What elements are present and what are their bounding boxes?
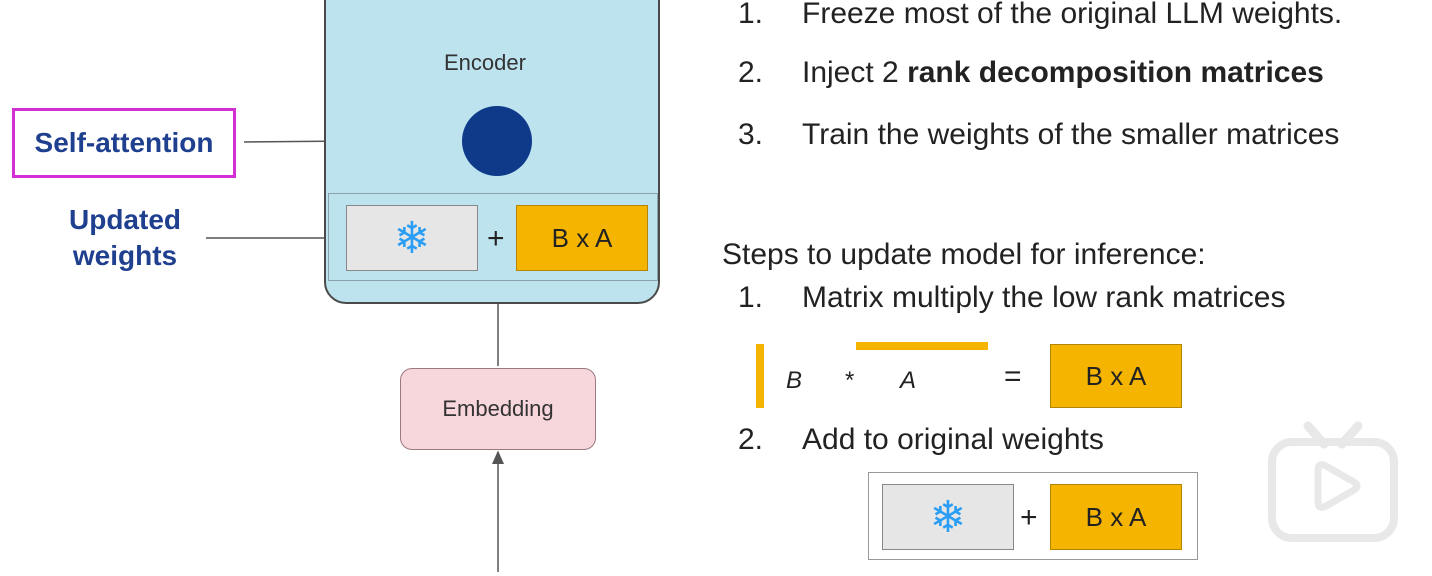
matrix-b-label: B	[786, 367, 803, 394]
step-3-num: 3.	[738, 118, 764, 151]
step-1-text: Freeze most of the original LLM weights.	[802, 0, 1343, 30]
inference-step-1: 1. Matrix multiply the low rank matrices	[738, 281, 1285, 315]
equals-sign: =	[1004, 360, 1022, 393]
step-1-num: 1.	[738, 0, 764, 30]
inference-step-1-text: Matrix multiply the low rank matrices	[802, 281, 1286, 314]
inference-step-1-num: 1.	[738, 281, 764, 314]
plus-sign: +	[487, 222, 505, 255]
inference-step-2-num: 2.	[738, 423, 764, 456]
snowflake-icon: ❄	[393, 213, 431, 263]
embedding-block: Embedding	[400, 368, 596, 450]
frozen-weights-box: ❄	[346, 205, 478, 271]
matrix-b-bar	[756, 344, 764, 408]
step-2: 2. Inject 2 rank decomposition matrices	[738, 56, 1324, 90]
updated-weights-line1: Updated	[69, 204, 181, 235]
result-ba-box: B x A	[1050, 344, 1182, 408]
inference-step-2-text: Add to original weights	[802, 423, 1104, 456]
weights-row	[328, 193, 658, 281]
self-attention-node	[462, 106, 532, 176]
step-1: 1. Freeze most of the original LLM weight…	[738, 0, 1342, 31]
final-weights-row	[868, 472, 1198, 560]
step-2-num: 2.	[738, 56, 764, 89]
step-2-bold-text: rank decomposition matrices	[907, 56, 1324, 89]
self-attention-label: Self-attention	[12, 108, 236, 178]
play-icon[interactable]	[1268, 420, 1398, 542]
step-2-text: Inject 2	[802, 56, 908, 89]
matrix-a-label: A	[900, 367, 917, 394]
final-ba-box: B x A	[1050, 484, 1182, 550]
step-3: 3. Train the weights of the smaller matri…	[738, 118, 1339, 152]
updated-weights-label: Updated weights	[50, 202, 200, 274]
matrix-a-bar	[856, 342, 988, 350]
multiply-sign: *	[845, 367, 855, 394]
ba-box: B x A	[516, 205, 648, 271]
step-3-text: Train the weights of the smaller matrice…	[802, 118, 1340, 151]
inference-heading: Steps to update model for inference:	[722, 238, 1206, 271]
updated-weights-line2: weights	[72, 240, 178, 271]
final-plus-sign: +	[1020, 501, 1038, 534]
snowflake-icon: ❄	[929, 492, 967, 542]
encoder-title: Encoder	[444, 50, 526, 75]
inference-step-2: 2. Add to original weights	[738, 423, 1104, 457]
final-frozen-box: ❄	[882, 484, 1014, 550]
